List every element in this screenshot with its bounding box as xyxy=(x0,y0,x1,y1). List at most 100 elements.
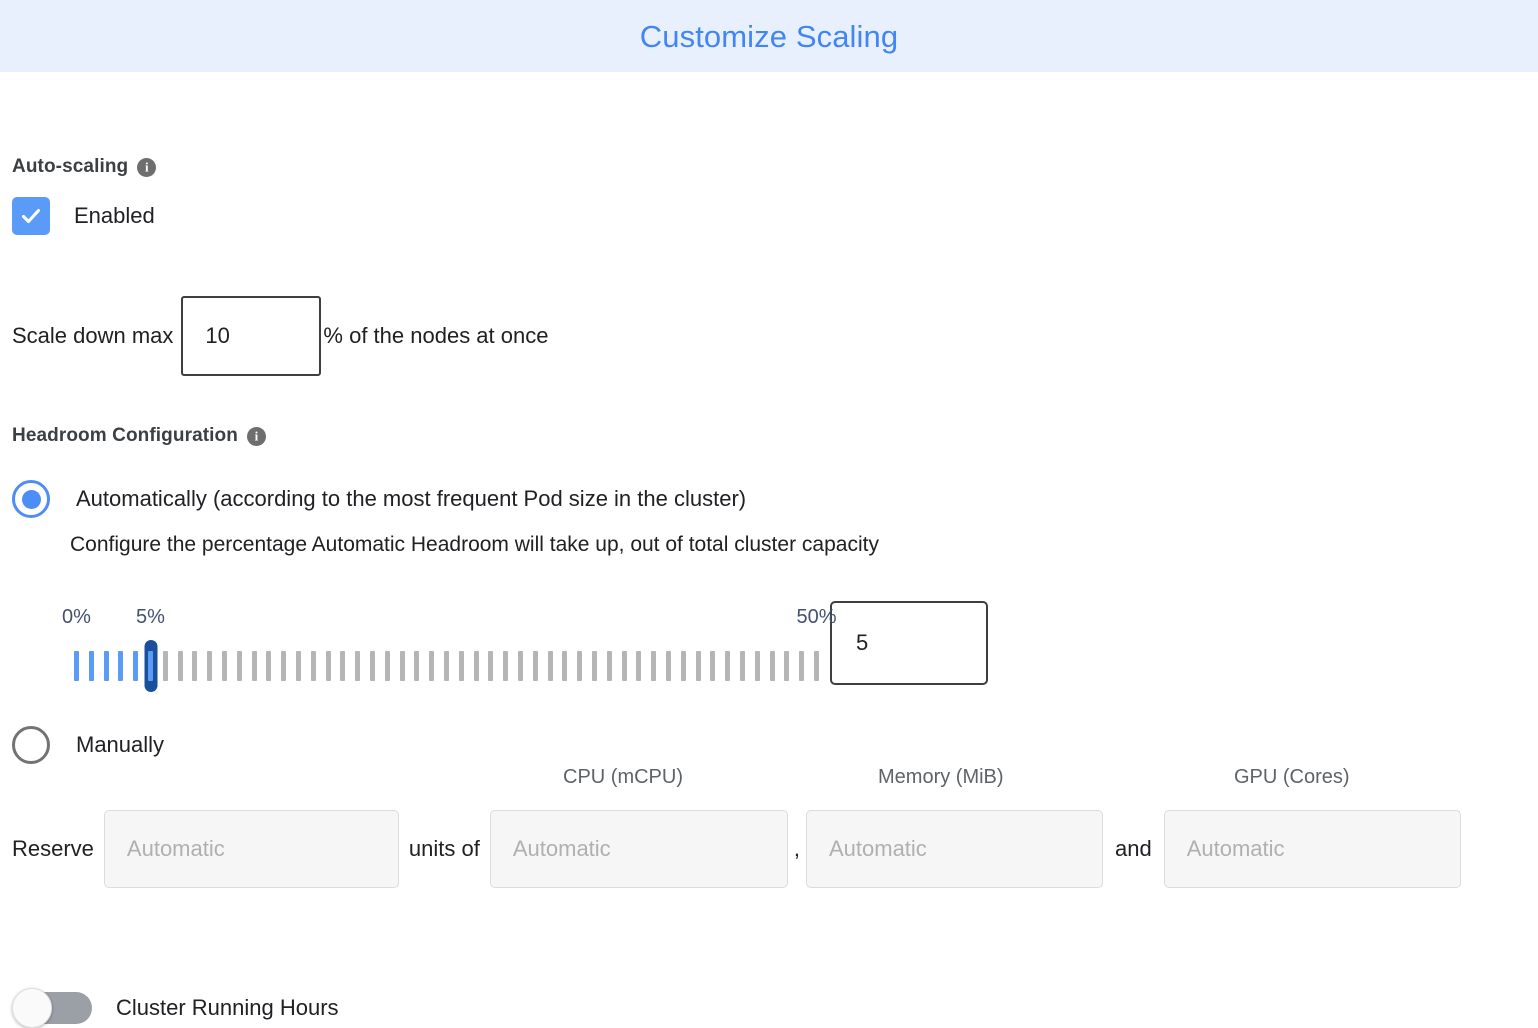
headroom-automatic-option[interactable]: Automatically (according to the most fre… xyxy=(12,480,746,518)
auto-scaling-enabled-row: Enabled xyxy=(12,197,155,235)
reserve-inputs-row: Reserve units of , and xyxy=(12,810,1526,888)
slider-tick xyxy=(547,651,553,681)
slider-scale-labels: 0% 5% 50% xyxy=(62,606,836,634)
info-icon[interactable]: i xyxy=(137,157,157,177)
connector-and: and xyxy=(1114,836,1152,861)
slider-row xyxy=(12,601,1012,695)
reserve-memory-input[interactable] xyxy=(805,810,1103,888)
slider-tick xyxy=(651,651,657,681)
reserve-row-label: Reserve xyxy=(12,836,94,861)
enabled-checkbox-label: Enabled xyxy=(74,203,155,228)
slider-tick xyxy=(725,651,731,681)
radio-automatic-label: Automatically (according to the most fre… xyxy=(76,486,747,511)
reserve-cpu-input[interactable] xyxy=(489,810,788,888)
info-icon-glyph: i xyxy=(144,159,149,174)
slider-tick xyxy=(666,651,671,681)
slider-tick xyxy=(355,651,361,681)
radio-manual-label: Manually xyxy=(76,732,165,757)
slider-tick xyxy=(488,651,494,681)
info-icon-glyph: i xyxy=(254,428,259,443)
slider-scale-label: 5% xyxy=(136,606,165,628)
slider-tick xyxy=(266,651,272,681)
scale-down-max-row: Scale down max % of the nodes at once xyxy=(12,296,548,376)
slider-tick xyxy=(754,651,760,681)
slider-tick xyxy=(577,651,583,681)
slider-tick xyxy=(532,651,538,681)
slider-tick xyxy=(769,651,775,681)
slider-scale-label: 0% xyxy=(62,606,91,628)
slider-tick xyxy=(592,651,597,681)
slider-tick xyxy=(399,651,405,681)
auto-scaling-label: Auto-scaling xyxy=(12,156,129,177)
slider-tick xyxy=(192,651,198,681)
slider-tick xyxy=(784,651,790,681)
enabled-checkbox[interactable] xyxy=(12,197,50,235)
slider-tick xyxy=(340,651,346,681)
scale-down-max-input[interactable] xyxy=(181,296,322,376)
headroom-section-header: Headroom Configuration i xyxy=(12,425,266,447)
headroom-automatic-help-text: Configure the percentage Automatic Headr… xyxy=(70,533,879,556)
cluster-running-hours-toggle[interactable] xyxy=(12,988,92,1028)
cluster-running-hours-row: Cluster Running Hours xyxy=(12,988,339,1028)
check-icon xyxy=(21,208,41,224)
headroom-percentage-input[interactable] xyxy=(830,601,988,685)
slider-tick xyxy=(799,651,805,681)
info-icon[interactable]: i xyxy=(246,426,266,446)
slider-tick xyxy=(296,651,301,681)
radio-manual[interactable] xyxy=(12,726,50,764)
slider-tick xyxy=(444,651,449,681)
slider-tick xyxy=(325,651,331,681)
connector-comma: , xyxy=(793,836,800,861)
slider-tick xyxy=(503,651,509,681)
slider-tick xyxy=(695,651,701,681)
slider-tick xyxy=(606,651,612,681)
slider-tick xyxy=(74,651,79,681)
headroom-percentage-slider-block: 0% 5% 50% xyxy=(12,601,1012,695)
slider-tick xyxy=(740,651,745,681)
reserve-units-input[interactable] xyxy=(103,810,399,888)
slider-tick xyxy=(133,651,139,681)
slider-tick xyxy=(118,651,124,681)
slider-tick xyxy=(281,651,287,681)
slider-tick xyxy=(710,651,716,681)
slider-tick xyxy=(88,651,94,681)
auto-scaling-section-header: Auto-scaling i xyxy=(12,156,157,178)
dialog-header: Customize Scaling xyxy=(0,0,1538,72)
slider-tick xyxy=(162,651,168,681)
column-header-gpu: GPU (Cores) xyxy=(1234,766,1350,788)
page-title: Customize Scaling xyxy=(639,18,899,54)
headroom-label: Headroom Configuration xyxy=(12,425,238,446)
reserve-column-headers: CPU (mCPU) Memory (MiB) GPU (Cores) xyxy=(12,766,1526,796)
slider-tick xyxy=(148,651,153,681)
slider-tick xyxy=(473,651,479,681)
slider-tick xyxy=(429,651,435,681)
slider-scale-label: 50% xyxy=(796,606,837,628)
slider-tick xyxy=(414,651,420,681)
headroom-slider[interactable] xyxy=(74,637,819,695)
slider-tick xyxy=(621,651,627,681)
slider-tick xyxy=(310,651,316,681)
slider-tick xyxy=(458,651,464,681)
radio-automatic[interactable] xyxy=(12,480,50,518)
toggle-knob xyxy=(12,988,52,1028)
slider-tick xyxy=(222,651,227,681)
column-header-memory: Memory (MiB) xyxy=(878,766,1004,788)
slider-tick xyxy=(680,651,686,681)
scale-down-prefix-label: Scale down max xyxy=(12,323,174,348)
slider-tick xyxy=(251,651,257,681)
slider-tick xyxy=(103,651,109,681)
slider-tick xyxy=(177,651,183,681)
slider-tick xyxy=(370,651,375,681)
column-header-cpu: CPU (mCPU) xyxy=(563,766,683,788)
reserve-gpu-input[interactable] xyxy=(1163,810,1461,888)
slider-tick xyxy=(814,651,819,681)
slider-tick xyxy=(562,651,568,681)
connector-units-of: units of xyxy=(408,836,480,861)
slider-tick xyxy=(636,651,642,681)
slider-tick xyxy=(207,651,213,681)
cluster-running-hours-label: Cluster Running Hours xyxy=(116,995,339,1020)
scale-down-suffix-label: % of the nodes at once xyxy=(323,323,549,348)
slider-tick xyxy=(236,651,242,681)
slider-tick xyxy=(518,651,523,681)
headroom-manual-option[interactable]: Manually xyxy=(12,726,164,764)
